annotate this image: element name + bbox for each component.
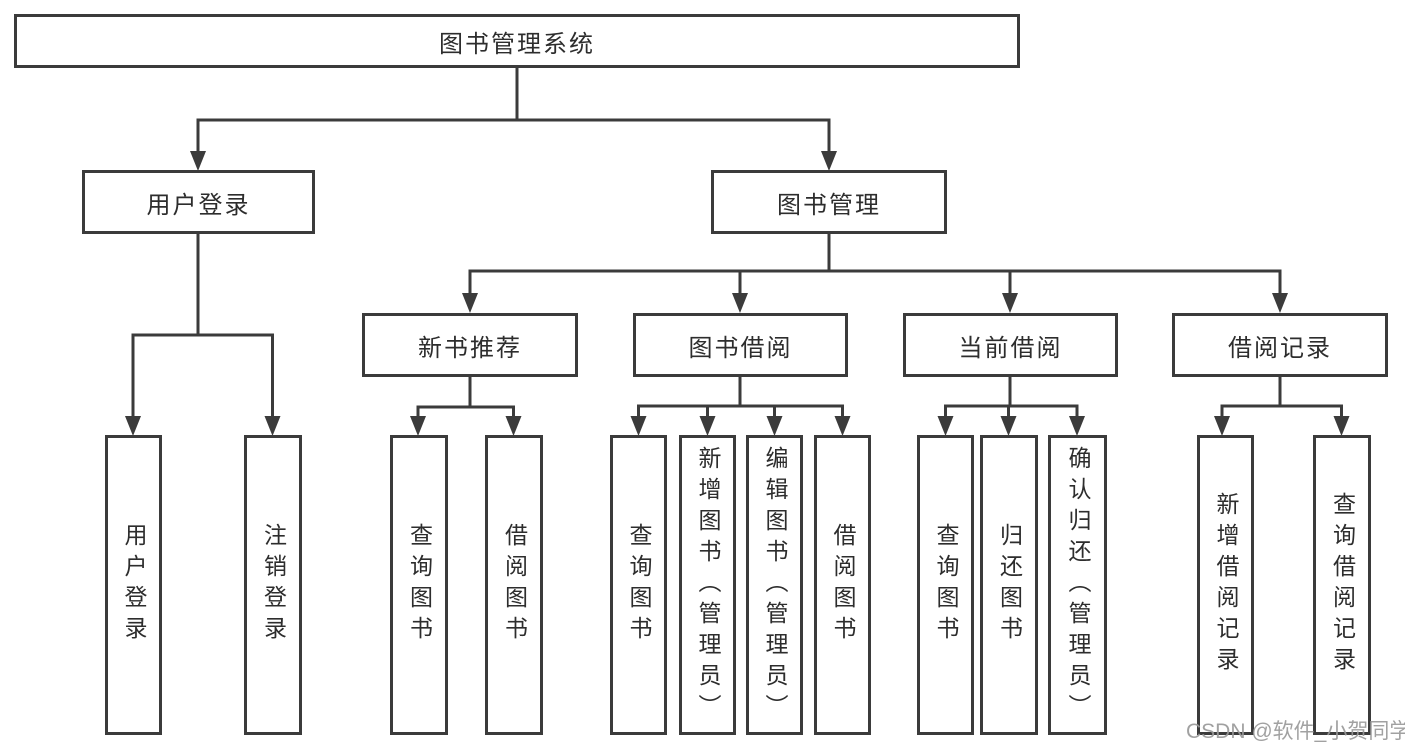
node-borrowing-records: 借阅记录 <box>1172 313 1388 377</box>
arrow-head <box>699 416 716 436</box>
leaf-user-login: 用户登录 <box>105 435 162 735</box>
node-book-management-label: 图书管理 <box>777 191 881 219</box>
leaf-borrow-books-borrowing: 借阅图书 <box>814 435 871 735</box>
leaf-logout-label: 注销登录 <box>260 523 287 647</box>
leaf-query-borrow-record-label: 查询借阅记录 <box>1329 492 1356 678</box>
leaf-borrow-books-recommend-label: 借阅图书 <box>501 523 528 647</box>
leaf-borrow-books-borrowing-label: 借阅图书 <box>830 523 856 647</box>
leaf-query-books-recommend-label: 查询图书 <box>406 523 433 647</box>
arrow-head <box>462 293 478 313</box>
node-current-borrowing-label: 当前借阅 <box>958 334 1063 362</box>
arrow-head <box>505 416 522 436</box>
leaf-add-borrow-record: 新增借阅记录 <box>1197 435 1254 735</box>
node-new-book-recommendation-label: 新书推荐 <box>418 334 522 362</box>
leaf-confirm-return-admin-label: 确认归还（管理员） <box>1065 445 1091 725</box>
arrow-head <box>766 416 783 436</box>
arrow-head <box>1333 416 1350 436</box>
connector-borrowing-branch <box>637 404 844 419</box>
leaf-add-books-admin-label: 新增图书（管理员） <box>695 445 721 725</box>
arrow-head <box>630 416 647 436</box>
node-book-borrowing-label: 图书借阅 <box>688 334 793 362</box>
arrow-head <box>264 416 281 436</box>
leaf-edit-books-admin: 编辑图书（管理员） <box>746 435 803 735</box>
node-current-borrowing: 当前借阅 <box>903 313 1118 377</box>
arrow-head <box>732 293 748 313</box>
arrow-head <box>1214 416 1230 436</box>
leaf-query-books-borrowing: 查询图书 <box>610 435 667 735</box>
leaf-user-login-label: 用户登录 <box>121 523 147 647</box>
node-root-label: 图书管理系统 <box>439 30 595 58</box>
arrow-head <box>190 151 206 171</box>
leaf-query-books-recommend: 查询图书 <box>390 435 448 735</box>
node-user-login: 用户登录 <box>82 170 315 234</box>
leaf-add-borrow-record-label: 新增借阅记录 <box>1213 492 1239 678</box>
leaf-add-books-admin: 新增图书（管理员） <box>679 435 736 735</box>
leaf-logout: 注销登录 <box>244 435 302 735</box>
leaf-query-books-current-label: 查询图书 <box>933 523 959 647</box>
connector-user-login-branch <box>131 333 274 419</box>
arrow-head <box>410 416 426 436</box>
arrow-head <box>1002 293 1018 313</box>
arrow-head <box>821 151 837 171</box>
connector-records-branch <box>1220 404 1343 419</box>
leaf-query-books-current: 查询图书 <box>917 435 974 735</box>
node-book-management: 图书管理 <box>711 170 947 234</box>
arrow-head <box>1000 416 1017 436</box>
arrow-head <box>1272 293 1288 313</box>
leaf-confirm-return-admin: 确认归还（管理员） <box>1048 435 1107 735</box>
leaf-query-borrow-record: 查询借阅记录 <box>1313 435 1371 735</box>
leaf-return-books: 归还图书 <box>980 435 1038 735</box>
arrow-head <box>937 416 954 436</box>
leaf-edit-books-admin-label: 编辑图书（管理员） <box>762 445 788 725</box>
csdn-watermark: CSDN @软件_小贺同学 <box>1186 720 1405 743</box>
node-user-login-label: 用户登录 <box>146 191 251 219</box>
connector-book-mgmt-branch <box>468 269 1282 295</box>
leaf-return-books-label: 归还图书 <box>996 523 1023 647</box>
connector-current-branch <box>944 404 1079 419</box>
node-book-borrowing: 图书借阅 <box>633 313 848 377</box>
arrow-head <box>834 416 851 436</box>
node-new-book-recommendation: 新书推荐 <box>362 313 578 377</box>
arrow-head <box>1069 416 1085 436</box>
leaf-borrow-books-recommend: 借阅图书 <box>485 435 543 735</box>
connector-root-branch <box>196 118 831 153</box>
node-borrowing-records-label: 借阅记录 <box>1228 334 1332 362</box>
node-root: 图书管理系统 <box>14 14 1020 68</box>
arrow-head <box>125 416 141 436</box>
connector-recommend-branch <box>416 405 515 419</box>
leaf-query-books-borrowing-label: 查询图书 <box>626 523 652 647</box>
